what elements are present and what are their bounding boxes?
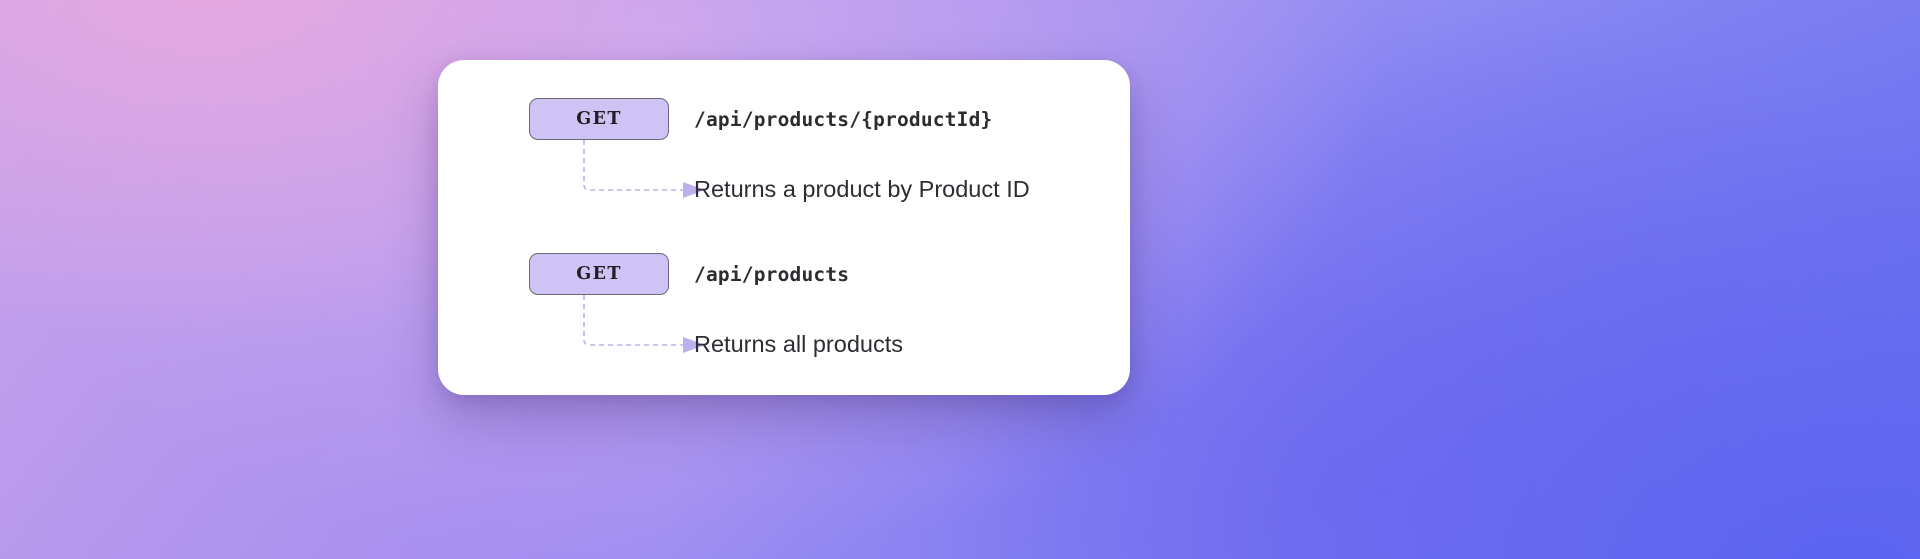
endpoint-description: Returns a product by Product ID <box>694 175 1030 202</box>
endpoint-path-label: /api/products/{productId} <box>694 107 993 131</box>
connector-arrow-icon <box>583 295 705 353</box>
method-badge-get[interactable]: GET <box>529 253 669 295</box>
method-badge-get[interactable]: GET <box>529 98 669 140</box>
endpoint-description: Returns all products <box>694 330 903 357</box>
endpoint-path-label: /api/products <box>694 262 850 286</box>
api-endpoints-card: GET /api/products/{productId} Returns a … <box>438 60 1130 395</box>
connector-arrow-icon <box>583 140 705 198</box>
